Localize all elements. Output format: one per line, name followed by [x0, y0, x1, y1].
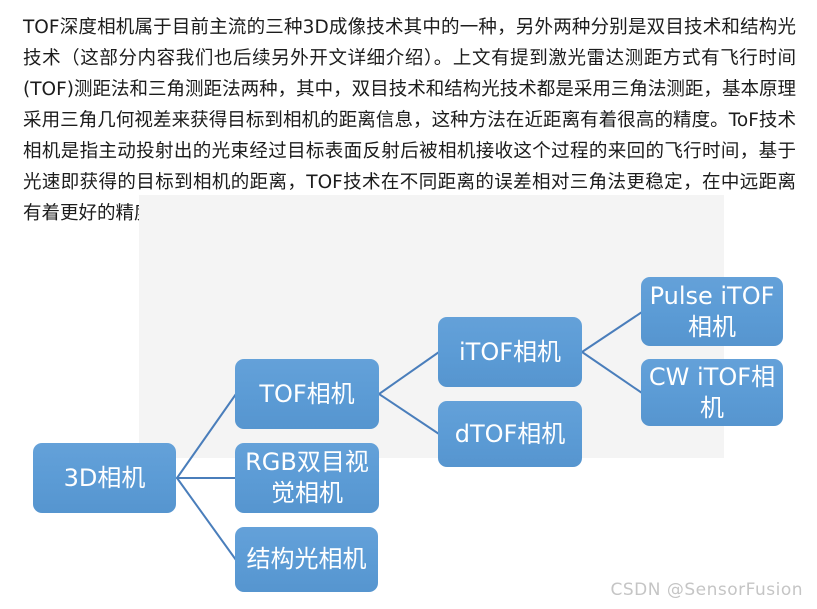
node-pulse-itof-camera: Pulse iTOF相机 [641, 277, 783, 346]
node-3d-camera: 3D相机 [33, 443, 176, 513]
node-structured-light-camera: 结构光相机 [235, 527, 378, 592]
node-cw-itof-camera: CW iTOF相机 [641, 359, 783, 426]
node-dtof-camera: dTOF相机 [438, 401, 582, 467]
article-paragraph: TOF深度相机属于目前主流的三种3D成像技术其中的一种，另外两种分别是双目技术和… [23, 17, 796, 224]
watermark: CSDN @SensorFusion [610, 580, 803, 600]
node-rgb-stereo-camera: RGB双目视觉相机 [235, 443, 379, 513]
node-itof-camera: iTOF相机 [438, 317, 582, 387]
node-tof-camera: TOF相机 [235, 359, 379, 429]
